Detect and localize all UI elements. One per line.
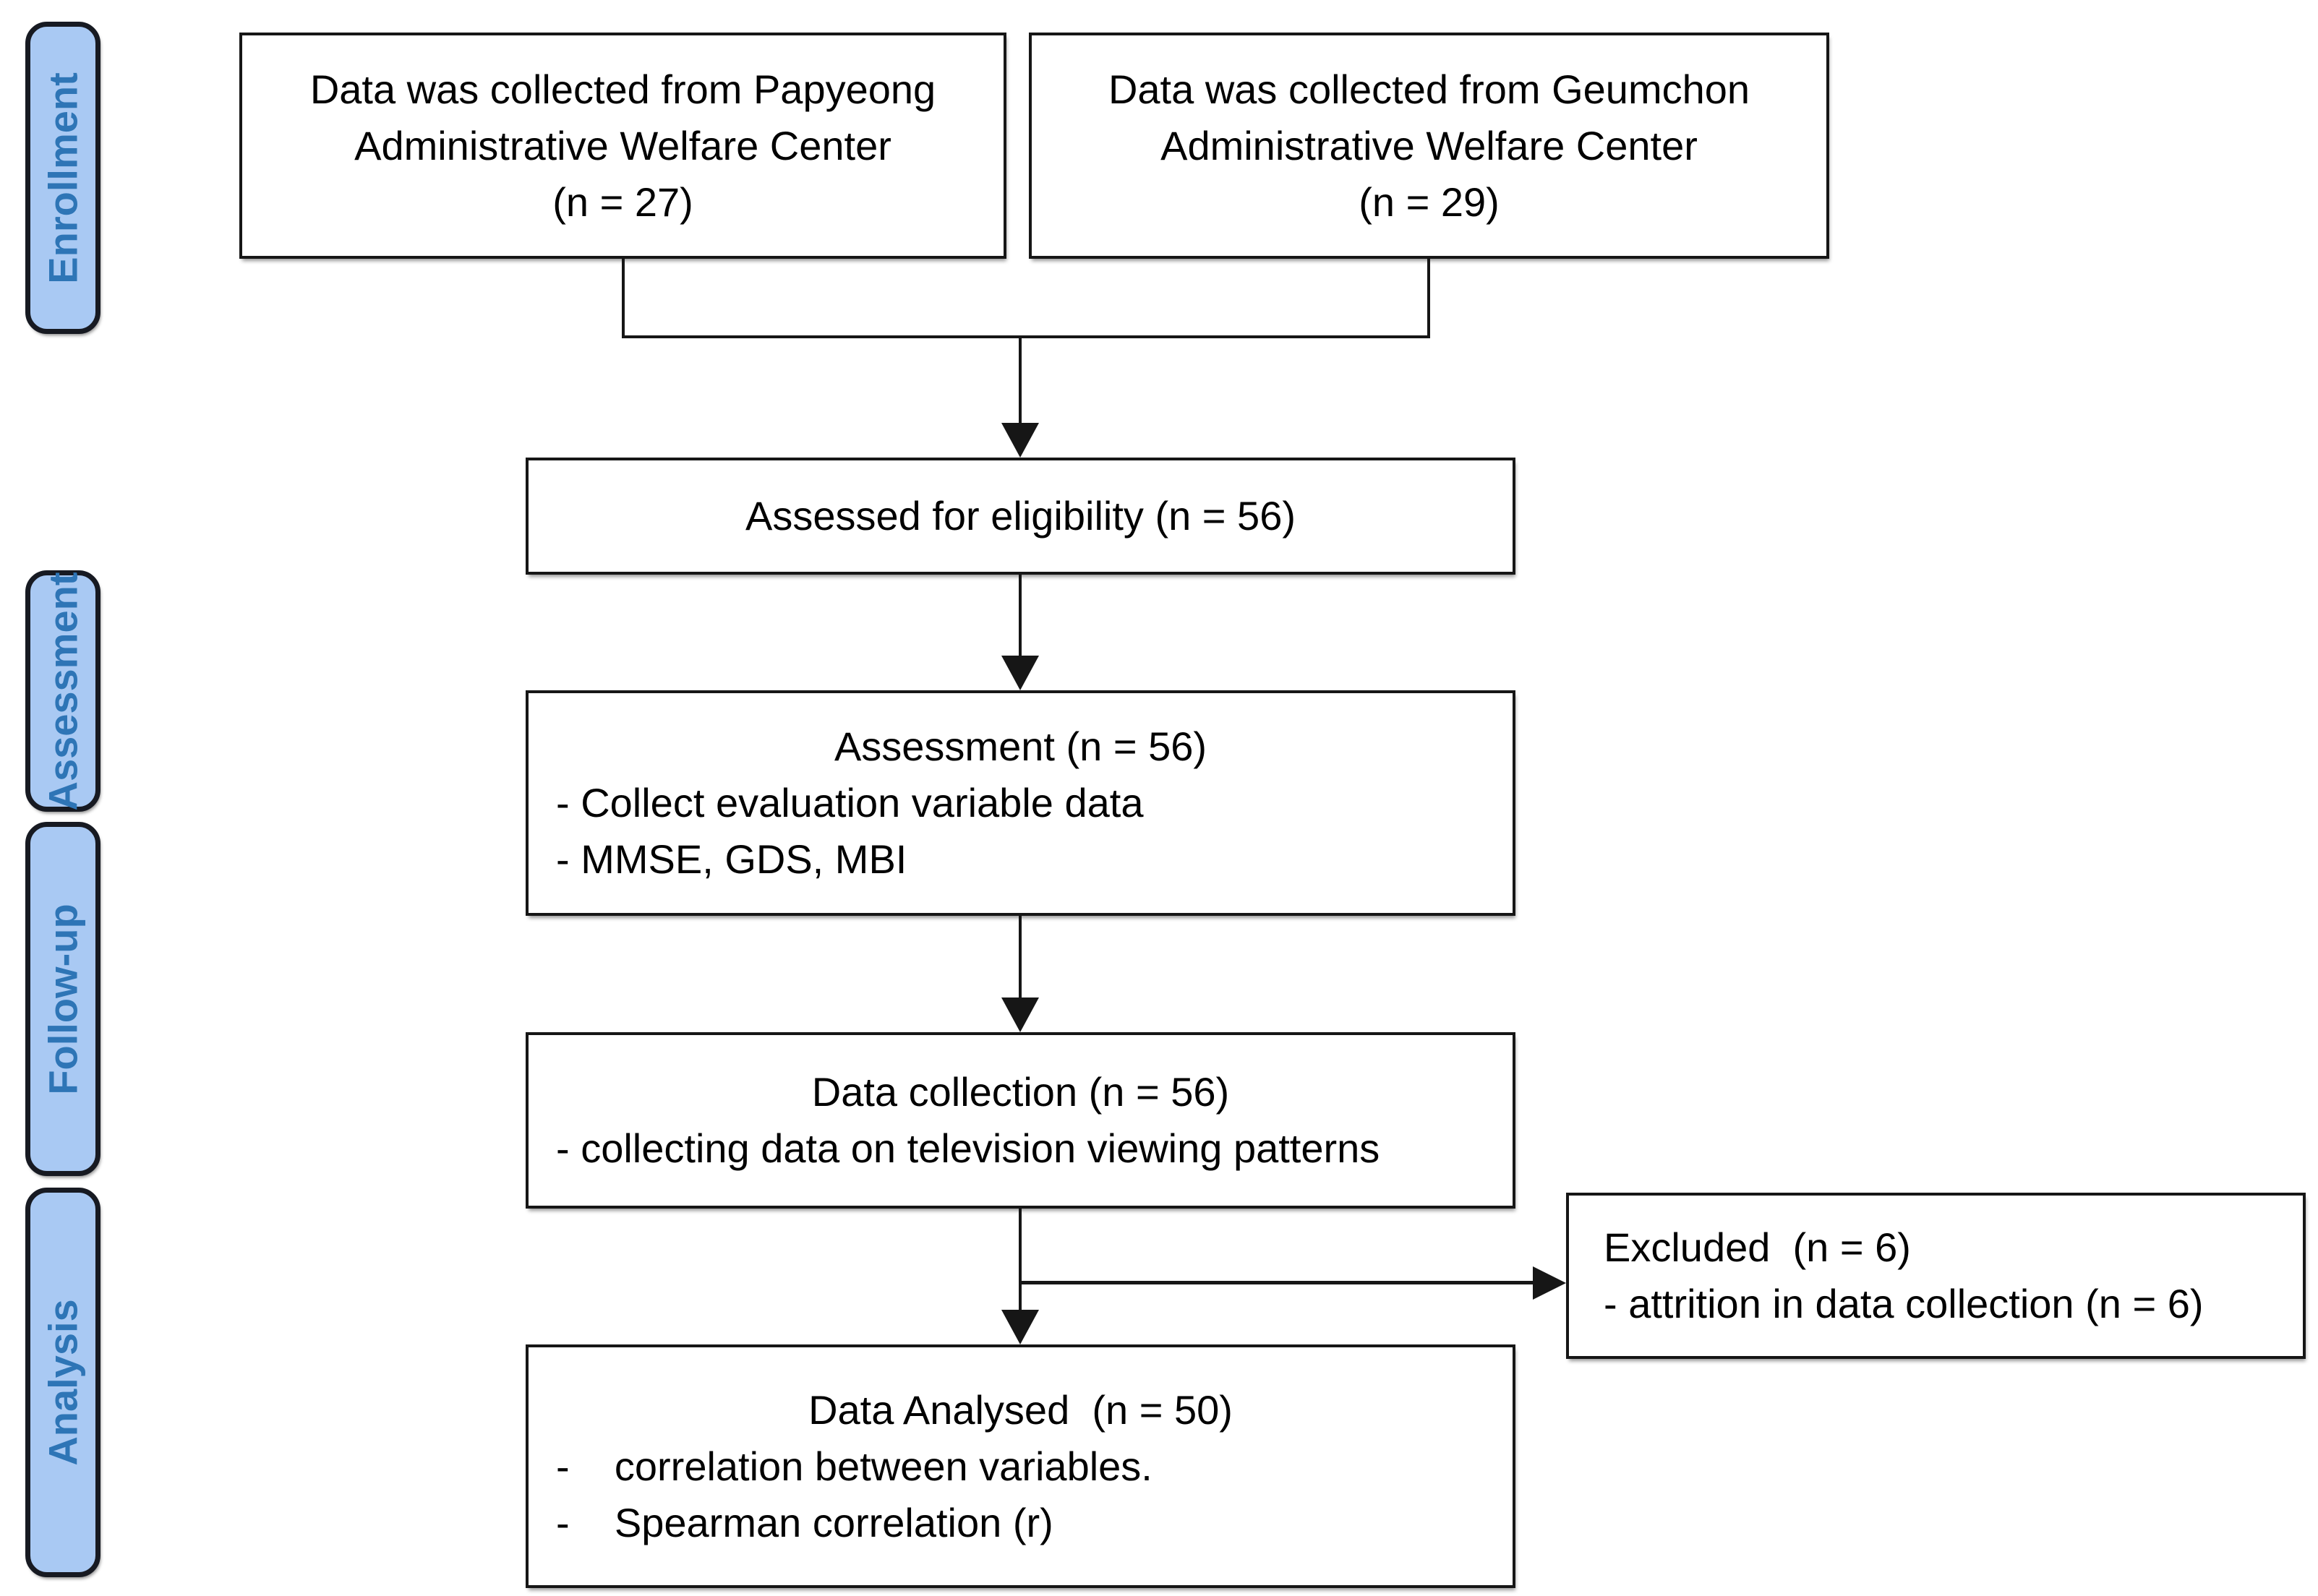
box-assessment-title: Assessment (n = 56) — [834, 724, 1207, 769]
stage-analysis: Analysis — [25, 1188, 100, 1577]
box-excluded: Excluded (n = 6) - attrition in data col… — [1566, 1193, 2306, 1359]
box-source-geumchon-line1: Data was collected from Geumchon — [1108, 66, 1750, 112]
box-eligibility-title: Assessed for eligibility (n = 56) — [745, 493, 1296, 539]
box-source-papyeong-count: (n = 27) — [552, 179, 693, 225]
box-excluded-title: Excluded (n = 6) — [1604, 1224, 1911, 1270]
connector-merge-down — [1019, 335, 1022, 426]
stage-analysis-label: Analysis — [40, 1299, 86, 1466]
connector-eligibility-assessment — [1019, 573, 1022, 657]
box-analysed-bullet-1: - correlation between variables. — [556, 1443, 1152, 1489]
box-analysed: Data Analysed (n = 50) - correlation bet… — [526, 1344, 1515, 1588]
box-excluded-bullet-1: - attrition in data collection (n = 6) — [1604, 1281, 2204, 1326]
box-analysed-bullet-2: - Spearman correlation (r) — [556, 1499, 1053, 1545]
box-data-collection-bullet-1: - collecting data on television viewing … — [556, 1125, 1380, 1171]
stage-followup: Follow-up — [25, 822, 100, 1176]
arrowhead-to-eligibility — [1001, 423, 1039, 458]
connector-right-down — [1427, 257, 1430, 338]
box-source-geumchon-count: (n = 29) — [1359, 179, 1500, 225]
box-assessment: Assessment (n = 56) - Collect evaluation… — [526, 690, 1515, 916]
stage-followup-label: Follow-up — [40, 903, 86, 1095]
box-analysed-title: Data Analysed (n = 50) — [808, 1386, 1233, 1433]
box-source-geumchon-line2: Administrative Welfare Center — [1160, 122, 1698, 168]
arrowhead-to-assessment — [1001, 656, 1039, 690]
arrowhead-to-analysed — [1001, 1310, 1039, 1344]
connector-left-down — [622, 257, 625, 338]
box-assessment-bullet-2: - MMSE, GDS, MBI — [556, 836, 907, 882]
connector-merge-horizontal — [622, 335, 1430, 338]
stage-assessment: Assessment — [25, 570, 100, 812]
box-data-collection: Data collection (n = 56) - collecting da… — [526, 1032, 1515, 1209]
box-source-papyeong: Data was collected from Papyeong Adminis… — [239, 33, 1006, 259]
box-source-papyeong-line1: Data was collected from Papyeong — [309, 66, 936, 112]
arrowhead-to-data-collection — [1001, 998, 1039, 1032]
box-source-geumchon: Data was collected from Geumchon Adminis… — [1029, 33, 1829, 259]
box-eligibility: Assessed for eligibility (n = 56) — [526, 458, 1515, 575]
box-data-collection-title: Data collection (n = 56) — [811, 1069, 1230, 1115]
stage-enrollment: Enrollment — [25, 22, 100, 334]
connector-assessment-datacollection — [1019, 914, 1022, 999]
box-assessment-bullet-1: - Collect evaluation variable data — [556, 780, 1144, 825]
arrowhead-to-excluded — [1533, 1266, 1566, 1300]
stage-enrollment-label: Enrollment — [40, 72, 86, 284]
connector-excluded-branch — [1019, 1281, 1533, 1284]
stage-assessment-label: Assessment — [40, 572, 86, 810]
connector-datacollection-analysed — [1019, 1207, 1022, 1311]
box-source-papyeong-line2: Administrative Welfare Center — [354, 122, 891, 168]
